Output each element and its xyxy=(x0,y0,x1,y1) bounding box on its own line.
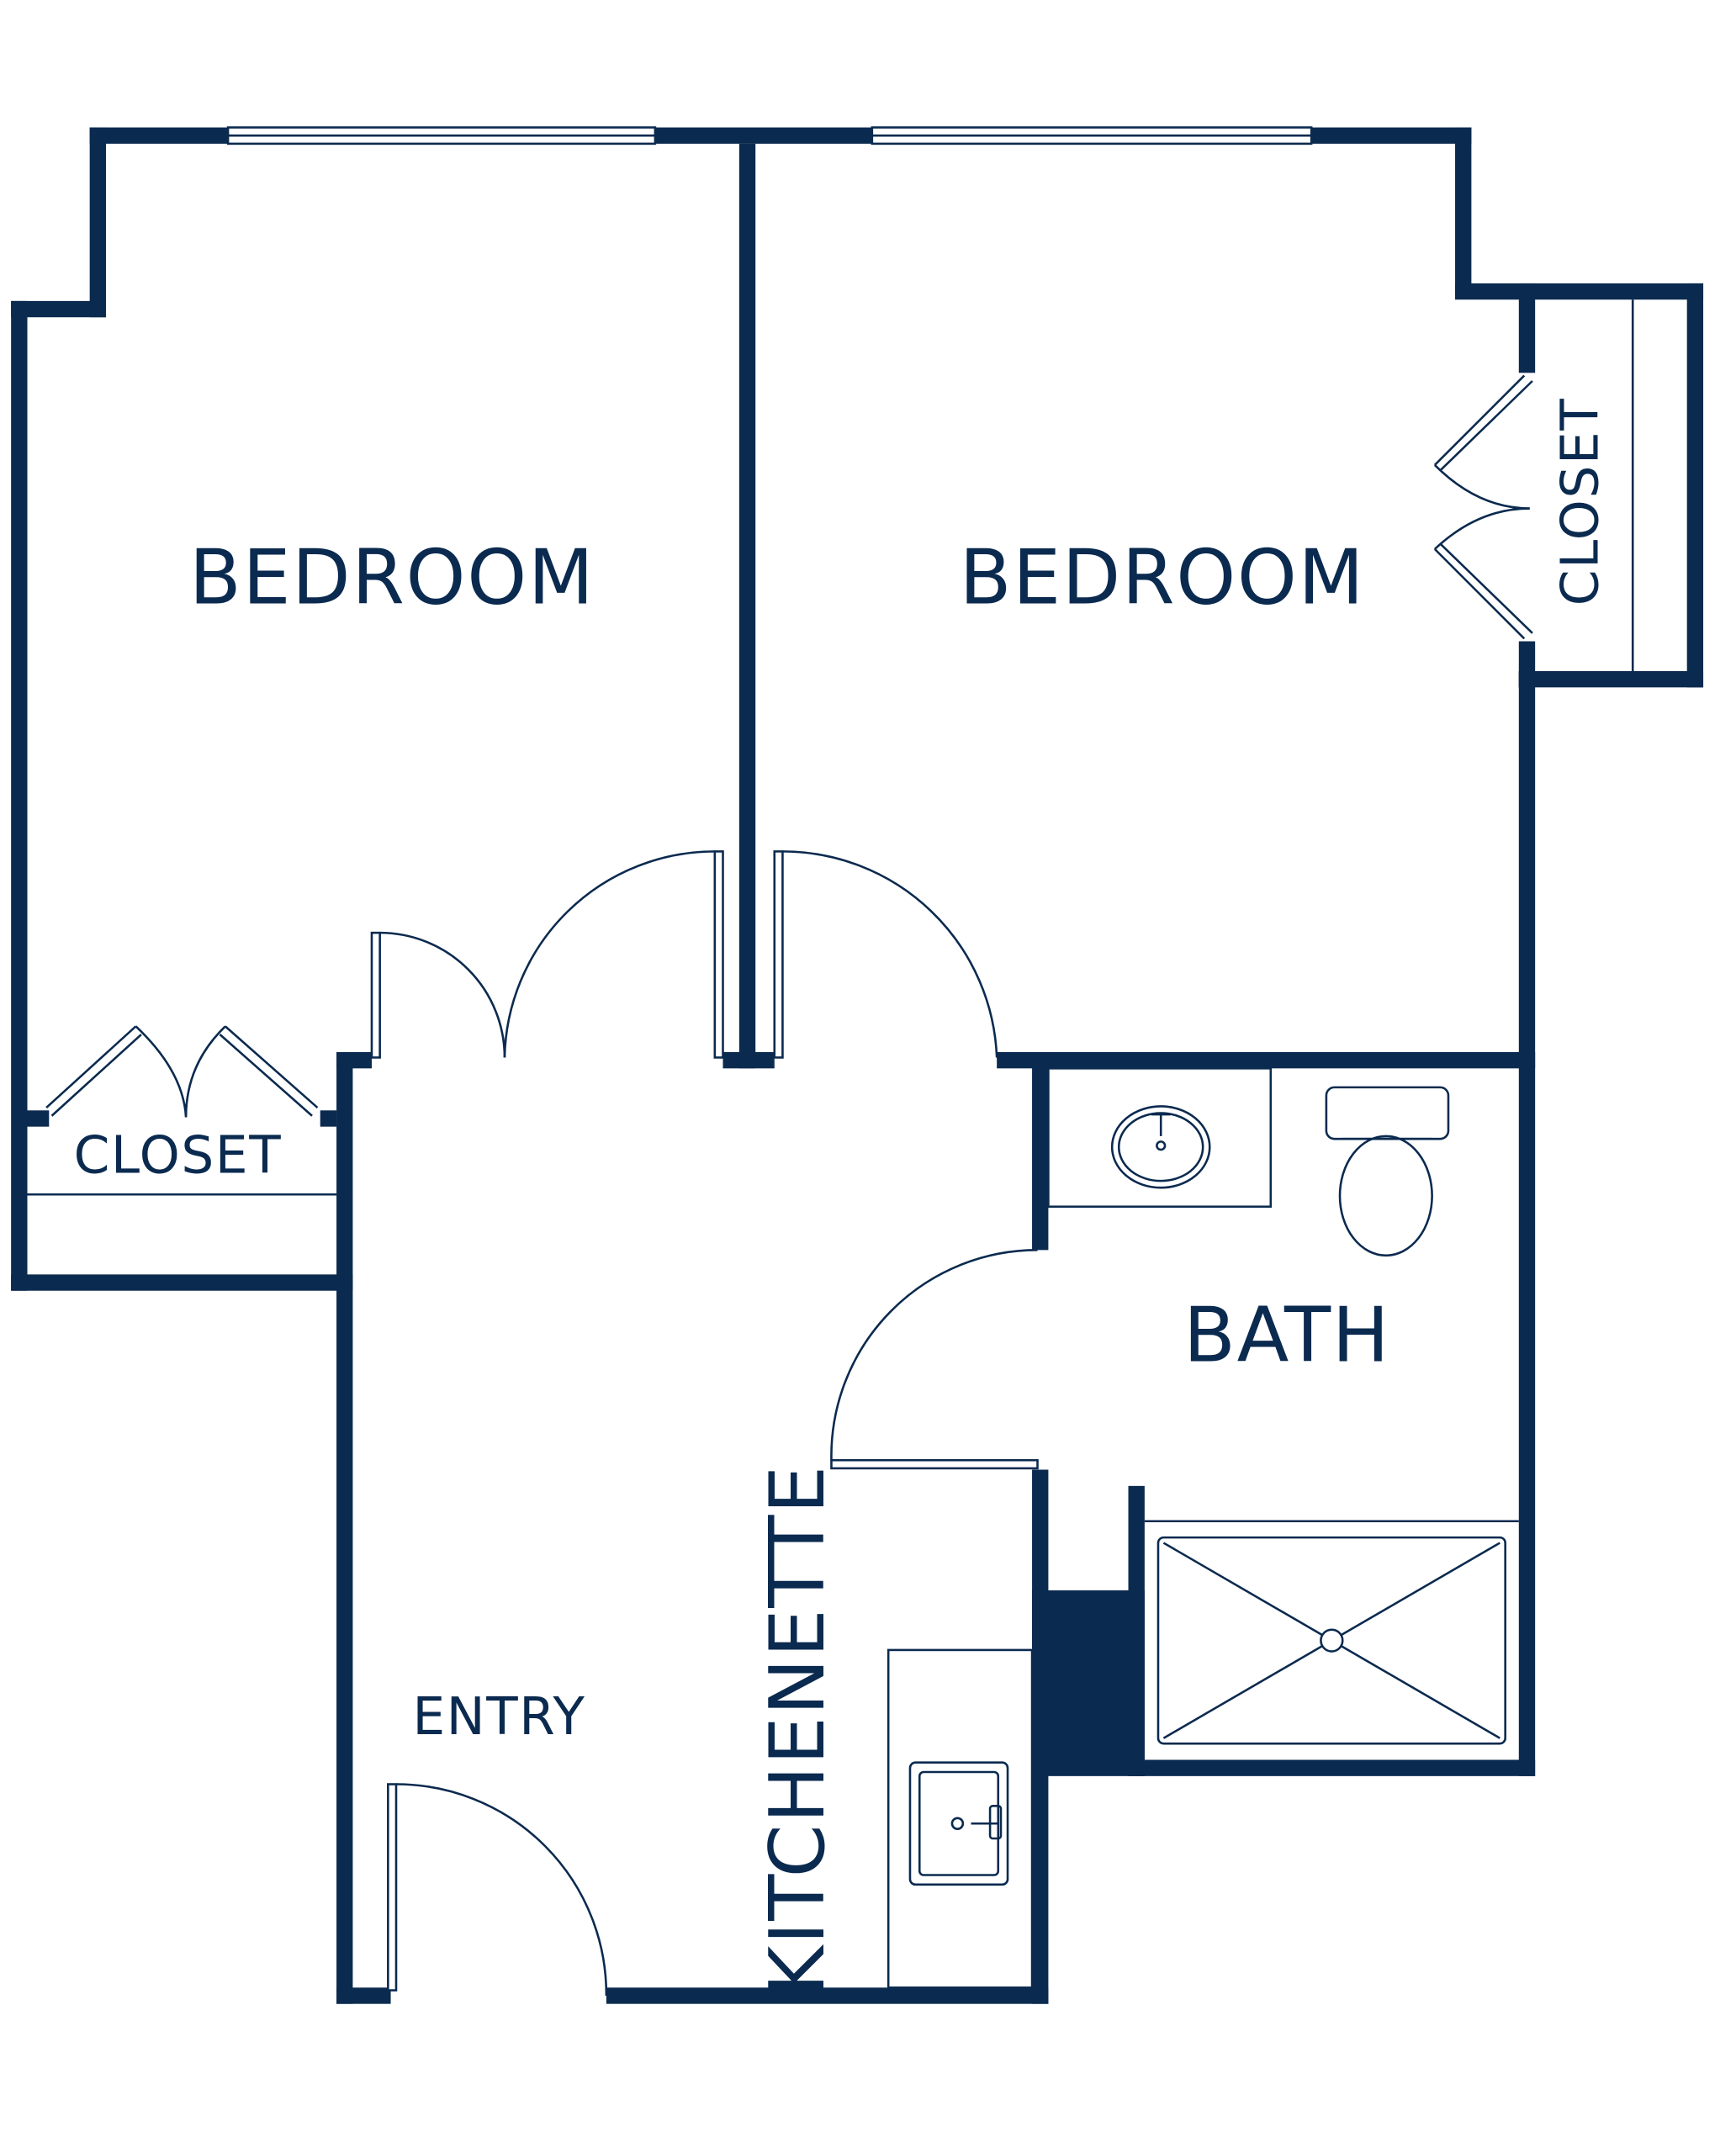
label-entry: ENTRY xyxy=(412,1687,585,1747)
wall-right-outer xyxy=(1518,670,1536,1776)
kitchenette-counter xyxy=(887,1648,1034,1989)
label-bedroom-left: BEDROOM xyxy=(189,533,595,622)
toilet-icon xyxy=(1325,1086,1450,1257)
closet-left-stub-l xyxy=(27,1110,50,1127)
wall-left-outer xyxy=(11,300,28,1291)
wall-bedroom-partition xyxy=(738,143,756,1069)
wall-entry-bottom-right xyxy=(606,1987,1049,2004)
vanity-counter xyxy=(1047,1067,1273,1209)
door-bath[interactable] xyxy=(830,1249,1039,1470)
wall-right-closet-bottom xyxy=(1518,670,1704,688)
wall-right-step xyxy=(1455,283,1704,300)
wall-top-left-a xyxy=(89,127,229,144)
wall-left-upper-step xyxy=(89,127,107,318)
label-closet-left: CLOSET xyxy=(74,1125,283,1185)
label-kitchenette: KITCHENETTE xyxy=(754,1464,842,1996)
wall-left-closet-bottom xyxy=(11,1274,353,1291)
walls xyxy=(11,126,1704,2004)
wall-bath-left-upper xyxy=(1032,1051,1049,1251)
wall-right-upper xyxy=(1455,127,1472,299)
wall-entry-bottom-left xyxy=(336,1987,391,2004)
label-bedroom-right: BEDROOM xyxy=(960,533,1365,622)
kitchen-sink-icon xyxy=(908,1761,1009,1886)
wall-partition-base xyxy=(722,1051,775,1069)
wall-top-left-b xyxy=(654,127,872,144)
wall-right-closet-outer xyxy=(1686,283,1704,688)
door-bedroom-left[interactable] xyxy=(370,850,724,1059)
shower-icon xyxy=(1144,1520,1519,1745)
wall-solid-block xyxy=(1032,1590,1145,1776)
wall-hall-left xyxy=(336,1051,353,2004)
label-closet-right: CLOSET xyxy=(1550,398,1610,606)
closet-left-stub-r xyxy=(320,1110,337,1127)
wall-right-closet-front-top xyxy=(1518,283,1536,373)
closet-left-doors[interactable] xyxy=(45,1025,319,1118)
wall-bath-bottom xyxy=(1128,1759,1536,1776)
wall-left-step-horizontal xyxy=(11,300,107,318)
door-entry[interactable] xyxy=(387,1783,608,1997)
wall-top-right xyxy=(1311,127,1472,144)
door-bedroom-right[interactable] xyxy=(773,850,998,1059)
closet-right-doors[interactable] xyxy=(1433,374,1533,640)
sink-icon xyxy=(1110,1105,1211,1189)
wall-hall-left-stub xyxy=(336,1051,372,1069)
wall-bedroom-bath xyxy=(997,1051,1536,1069)
label-bath: BATH xyxy=(1183,1292,1390,1380)
